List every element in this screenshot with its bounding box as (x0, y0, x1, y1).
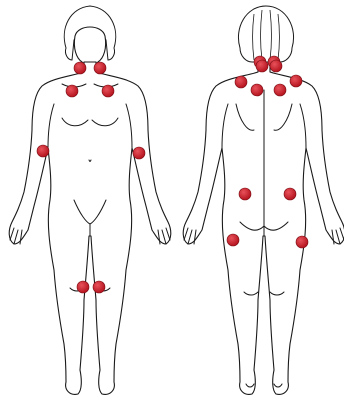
tender-point-back-gluteal-right (284, 188, 296, 200)
tender-point-back-hip-left (227, 234, 239, 246)
tender-point-front-elbow-right (133, 147, 145, 159)
tender-point-front-chest-right (102, 85, 114, 97)
tender-point-back-scapula-right (256, 60, 268, 72)
tender-point-back-scapula-left (270, 60, 282, 72)
tender-point-back-trapezius-right (290, 75, 302, 87)
tender-point-back-hip-right (296, 236, 308, 248)
tender-point-front-knee-right (93, 281, 105, 293)
tender-point-back-gluteal-left (239, 188, 251, 200)
front-face (74, 27, 105, 65)
tender-point-front-elbow-left (37, 145, 49, 157)
tender-point-back-trapezius-left (235, 76, 247, 88)
back-hair (238, 6, 293, 62)
tender-point-front-neck-left (74, 62, 86, 74)
tender-point-front-chest-left (66, 85, 78, 97)
front-body-figure (9, 6, 171, 394)
tender-point-front-knee-left (77, 281, 89, 293)
tender-point-back-supraspinatus-left (251, 84, 263, 96)
tender-point-front-neck-right (94, 62, 106, 74)
tender-point-back-supraspinatus-right (274, 84, 286, 96)
